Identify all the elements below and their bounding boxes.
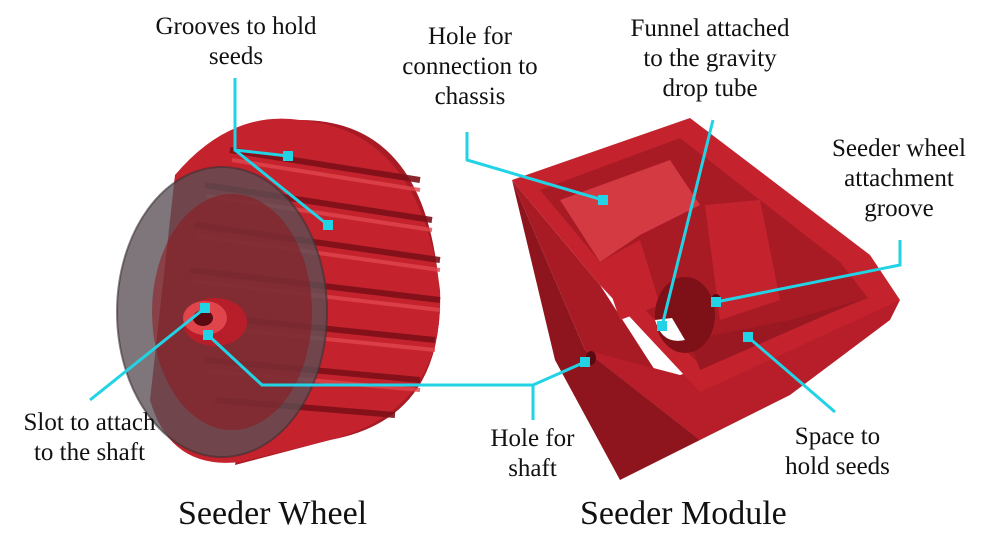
seeder-wheel-illustration xyxy=(116,118,441,465)
callout-markers xyxy=(200,151,753,367)
caption-seeder-module: Seeder Module xyxy=(580,495,787,532)
caption-seeder-wheel: Seeder Wheel xyxy=(178,495,368,532)
callout-lines xyxy=(89,78,902,420)
seeder-module-illustration xyxy=(512,118,900,480)
